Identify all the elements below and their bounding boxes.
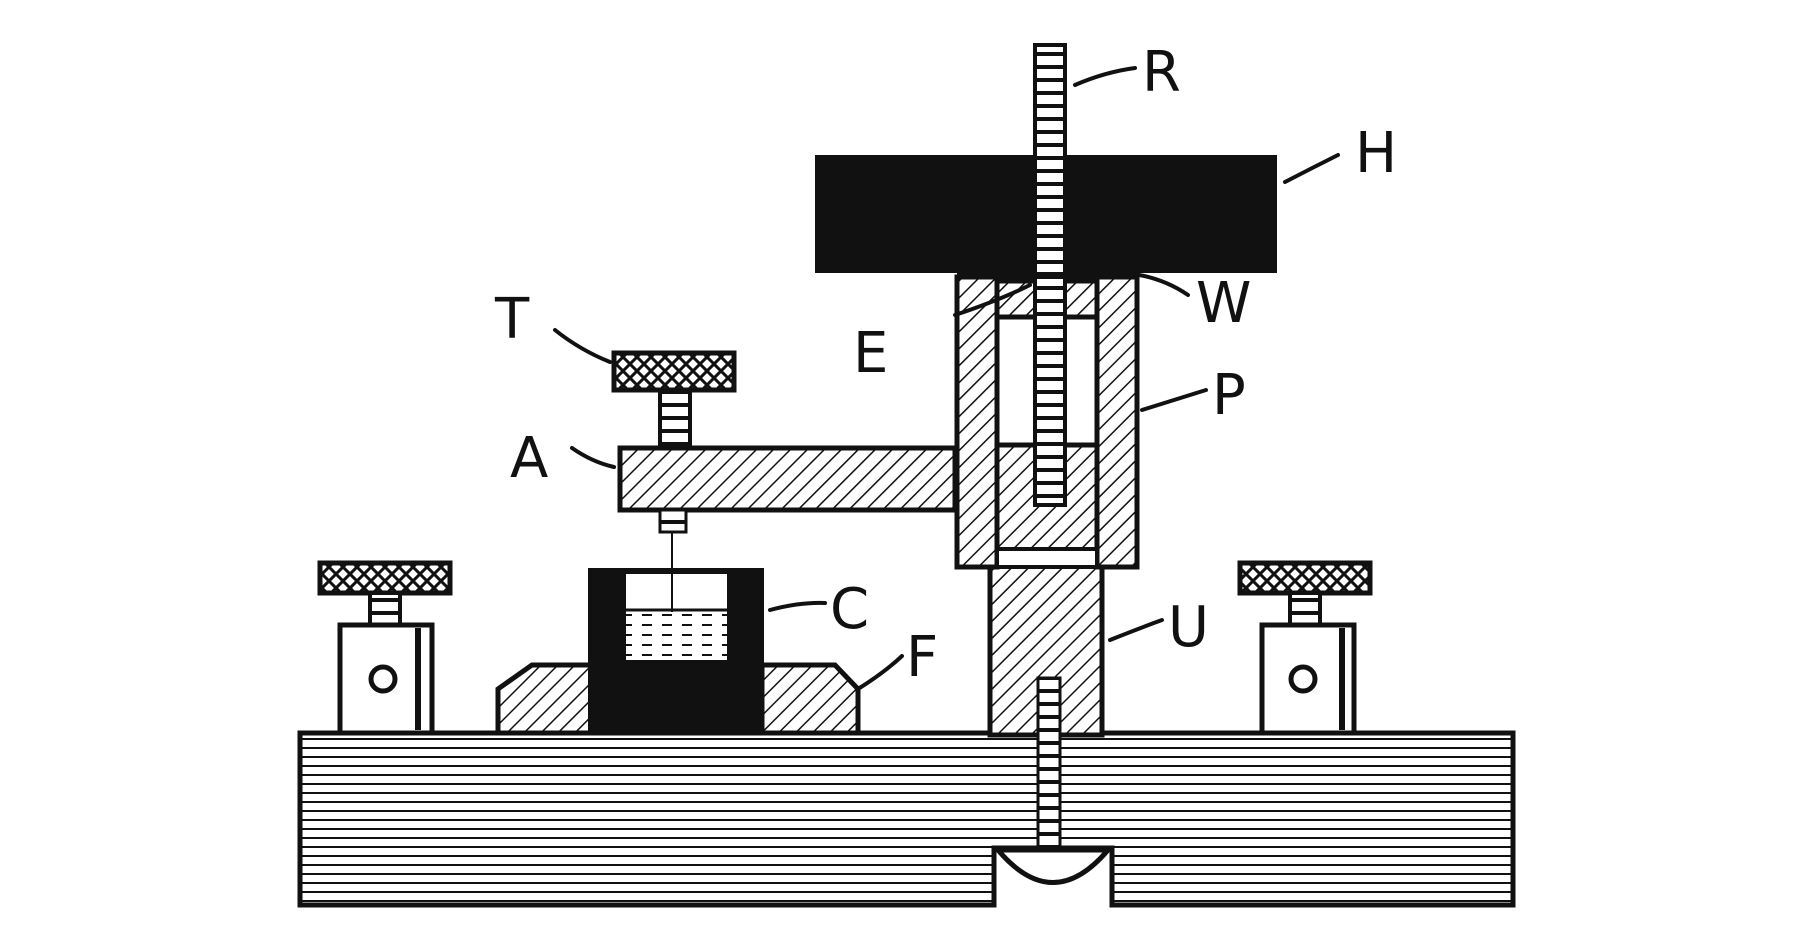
labels: R H W E T P A C U F [494, 40, 1397, 690]
arm-screw-bottom [658, 508, 688, 534]
base-board [297, 730, 1516, 908]
thumb-screw-T [611, 350, 737, 450]
label-F: F [906, 625, 938, 690]
base-screw [1036, 676, 1062, 850]
label-U: U [1168, 595, 1209, 660]
label-H: H [1355, 121, 1397, 186]
terminal-hole [1288, 664, 1318, 694]
arm-A [617, 445, 958, 534]
right-terminal [1237, 560, 1373, 736]
terminal-hole [368, 664, 398, 694]
label-T: T [494, 287, 530, 352]
cup-C [588, 530, 764, 733]
label-R: R [1142, 40, 1181, 105]
label-C: C [830, 577, 869, 642]
label-P: P [1212, 363, 1246, 428]
label-W: W [1196, 271, 1251, 336]
screw-head [992, 847, 1114, 885]
label-A: A [510, 426, 548, 491]
leader-lines [553, 66, 1340, 691]
label-E: E [853, 321, 888, 386]
washer-W [957, 272, 1137, 279]
left-terminal [317, 560, 453, 736]
